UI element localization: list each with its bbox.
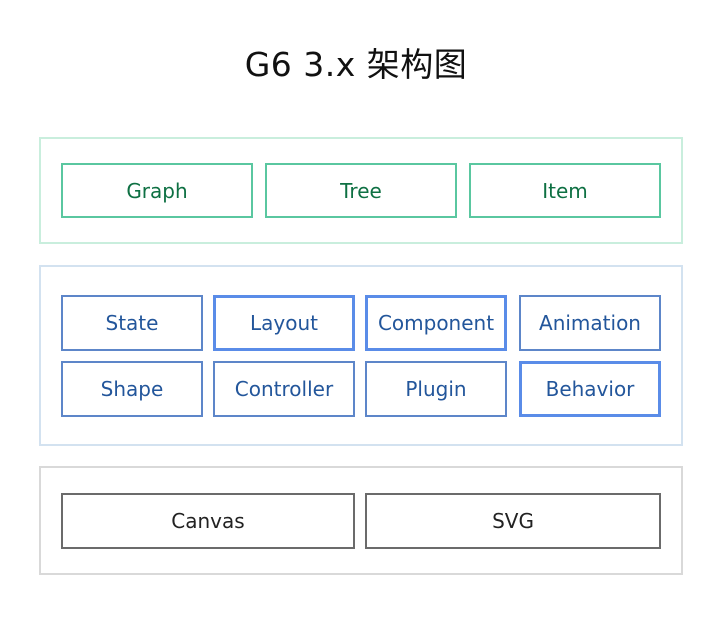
node-canvas: Canvas [61,493,355,549]
node-plugin: Plugin [365,361,507,417]
node-tree: Tree [265,163,457,218]
node-layout: Layout [213,295,355,351]
diagram-title: G6 3.x 架构图 [244,45,468,84]
node-state: State [61,295,203,351]
node-component: Component [365,295,507,351]
node-animation: Animation [519,295,661,351]
node-controller: Controller [213,361,355,417]
layer-middle-group [39,265,683,446]
node-svg: SVG [365,493,661,549]
node-item: Item [469,163,661,218]
node-behavior: Behavior [519,361,661,417]
node-graph: Graph [61,163,253,218]
node-shape: Shape [61,361,203,417]
